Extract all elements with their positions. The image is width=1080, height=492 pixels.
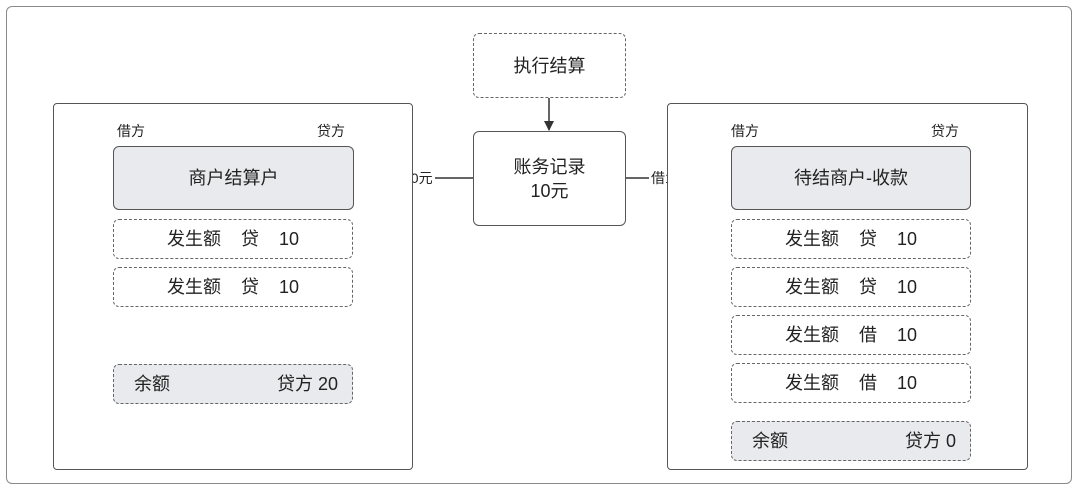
left-account-title: 商户结算户: [113, 146, 354, 210]
left-account-title-text: 商户结算户: [188, 168, 279, 188]
entry-label: 发生额: [166, 229, 221, 249]
entry-direction: 借: [858, 325, 877, 345]
left-credit-label: 贷方: [317, 123, 345, 139]
entry-amount: 10: [278, 229, 300, 249]
entry-amount: 10: [896, 325, 918, 345]
left-entry-row: 发生额 贷 10: [113, 267, 353, 307]
left-balance-row: 余额 贷方 20: [113, 364, 353, 404]
balance-value: 贷方 0: [904, 431, 956, 451]
right-account-title: 待结商户-收款: [731, 146, 971, 210]
entry-label: 发生额: [166, 277, 221, 297]
entry-label: 发生额: [784, 325, 839, 345]
right-entry-row: 发生额 借 10: [731, 315, 971, 355]
entry-label: 发生额: [784, 229, 839, 249]
entry-label: 发生额: [784, 373, 839, 393]
balance-label: 余额: [752, 431, 788, 451]
ledger-node-line1: 账务记录: [513, 156, 586, 177]
entry-amount: 10: [278, 277, 300, 297]
right-account-title-text: 待结商户-收款: [794, 168, 908, 188]
ledger-node-line2: 10元: [530, 180, 569, 201]
balance-value: 贷方 20: [276, 374, 338, 394]
settle-node: 执行结算: [473, 33, 626, 98]
entry-direction: 贷: [858, 277, 877, 297]
right-debit-label: 借方: [731, 123, 759, 139]
left-debit-label: 借方: [117, 123, 145, 139]
entry-amount: 10: [896, 229, 918, 249]
entry-amount: 10: [896, 373, 918, 393]
entry-label: 发生额: [784, 277, 839, 297]
right-entry-row: 发生额 贷 10: [731, 219, 971, 259]
right-credit-label: 贷方: [931, 123, 959, 139]
right-balance-row: 余额 贷方 0: [731, 421, 971, 461]
ledger-node: 账务记录 10元: [473, 131, 626, 226]
entry-direction: 贷: [240, 229, 259, 249]
settle-node-label: 执行结算: [513, 55, 586, 76]
outer-frame: [6, 6, 1072, 484]
entry-direction: 借: [858, 373, 877, 393]
entry-direction: 贷: [858, 229, 877, 249]
left-entry-row: 发生额 贷 10: [113, 219, 353, 259]
right-entry-row: 发生额 贷 10: [731, 267, 971, 307]
balance-label: 余额: [134, 374, 170, 394]
entry-direction: 贷: [240, 277, 259, 297]
right-entry-row: 发生额 借 10: [731, 363, 971, 403]
entry-amount: 10: [896, 277, 918, 297]
